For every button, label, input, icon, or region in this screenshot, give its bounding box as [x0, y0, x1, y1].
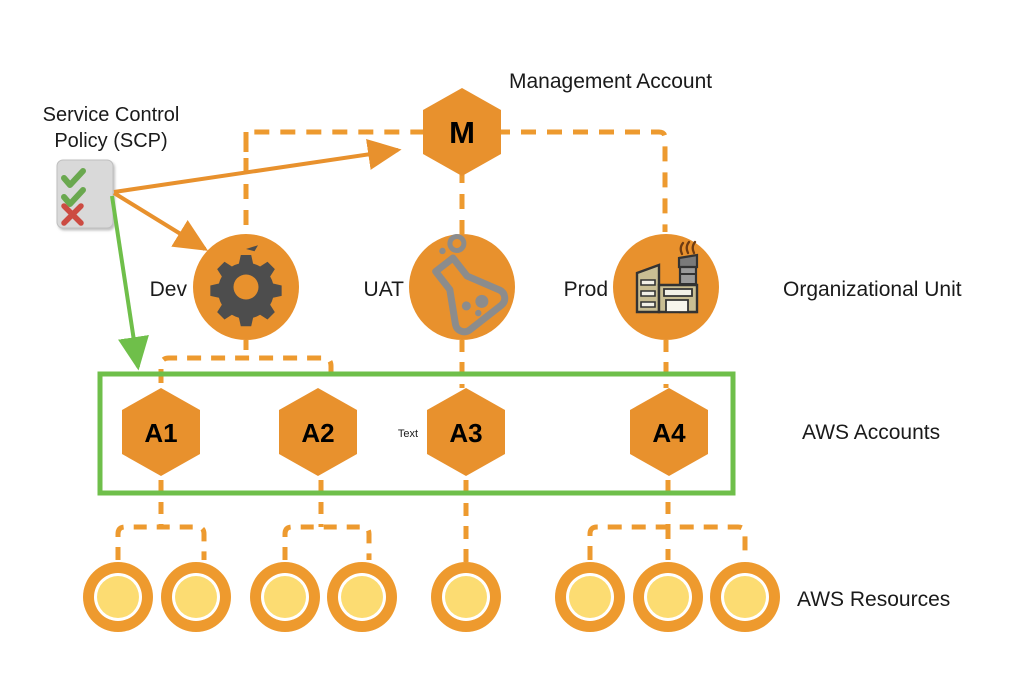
scp-title-line2: Policy (SCP) [54, 130, 167, 152]
account-a2-label: A2 [301, 418, 334, 448]
resource-node[interactable] [431, 562, 501, 632]
scp-policy-icon[interactable] [56, 159, 114, 229]
connector-network [115, 129, 748, 562]
resource-nodes [83, 562, 780, 632]
flask-icon [432, 233, 509, 336]
resource-node[interactable] [710, 562, 780, 632]
bus-right-segment [495, 129, 668, 232]
ou-prod[interactable]: Prod [564, 234, 719, 340]
account-a2[interactable]: A2 [279, 388, 357, 476]
resource-node[interactable] [555, 562, 625, 632]
factory-icon [635, 240, 699, 314]
scp-to-accounts-arrow [110, 195, 149, 371]
ou-dev[interactable]: Dev [150, 234, 299, 340]
scp-title-line1: Service Control [43, 104, 180, 126]
resource-node[interactable] [633, 562, 703, 632]
stray-text-artifact: Text [398, 428, 418, 440]
resource-node[interactable] [161, 562, 231, 632]
ou-dev-label: Dev [150, 278, 188, 301]
account-a3-label: A3 [449, 418, 482, 448]
scp-to-management-arrow [113, 138, 402, 194]
account-a3-hexagon [427, 388, 505, 476]
cross-icon [61, 203, 84, 226]
resource-node[interactable] [327, 562, 397, 632]
resource-node[interactable] [250, 562, 320, 632]
ou-uat[interactable]: UAT [364, 233, 515, 340]
check-icon-1 [61, 168, 86, 188]
management-hexagon [423, 88, 501, 176]
scp-to-dev-arrow [112, 191, 209, 251]
account-a3[interactable]: A3 [427, 388, 505, 476]
gear-icon [210, 245, 282, 327]
check-icon-2 [61, 187, 86, 207]
ou-uat-label: UAT [364, 278, 405, 301]
account-a1-label: A1 [144, 418, 177, 448]
account-a1[interactable]: A1 [122, 388, 200, 476]
management-node-letter: M [449, 115, 475, 150]
management-account-label: Management Account [509, 70, 712, 93]
a2-fork-bracket [282, 524, 372, 560]
dev-fork-bracket [158, 355, 334, 383]
account-a4[interactable]: A4 [630, 388, 708, 476]
resource-node[interactable] [83, 562, 153, 632]
account-a4-hexagon [630, 388, 708, 476]
management-account-node[interactable]: M [423, 88, 501, 176]
ou-prod-label: Prod [564, 278, 608, 301]
a1-fork-bracket [115, 524, 207, 560]
account-a2-hexagon [279, 388, 357, 476]
row-label-aws-resources: AWS Resources [797, 588, 950, 611]
bus-left-segment [243, 129, 430, 152]
row-label-aws-accounts: AWS Accounts [802, 421, 940, 444]
account-a4-label: A4 [652, 418, 686, 448]
aws-accounts-group-box [97, 371, 736, 496]
account-a1-hexagon [122, 388, 200, 476]
row-label-organizational-unit: Organizational Unit [783, 278, 962, 301]
